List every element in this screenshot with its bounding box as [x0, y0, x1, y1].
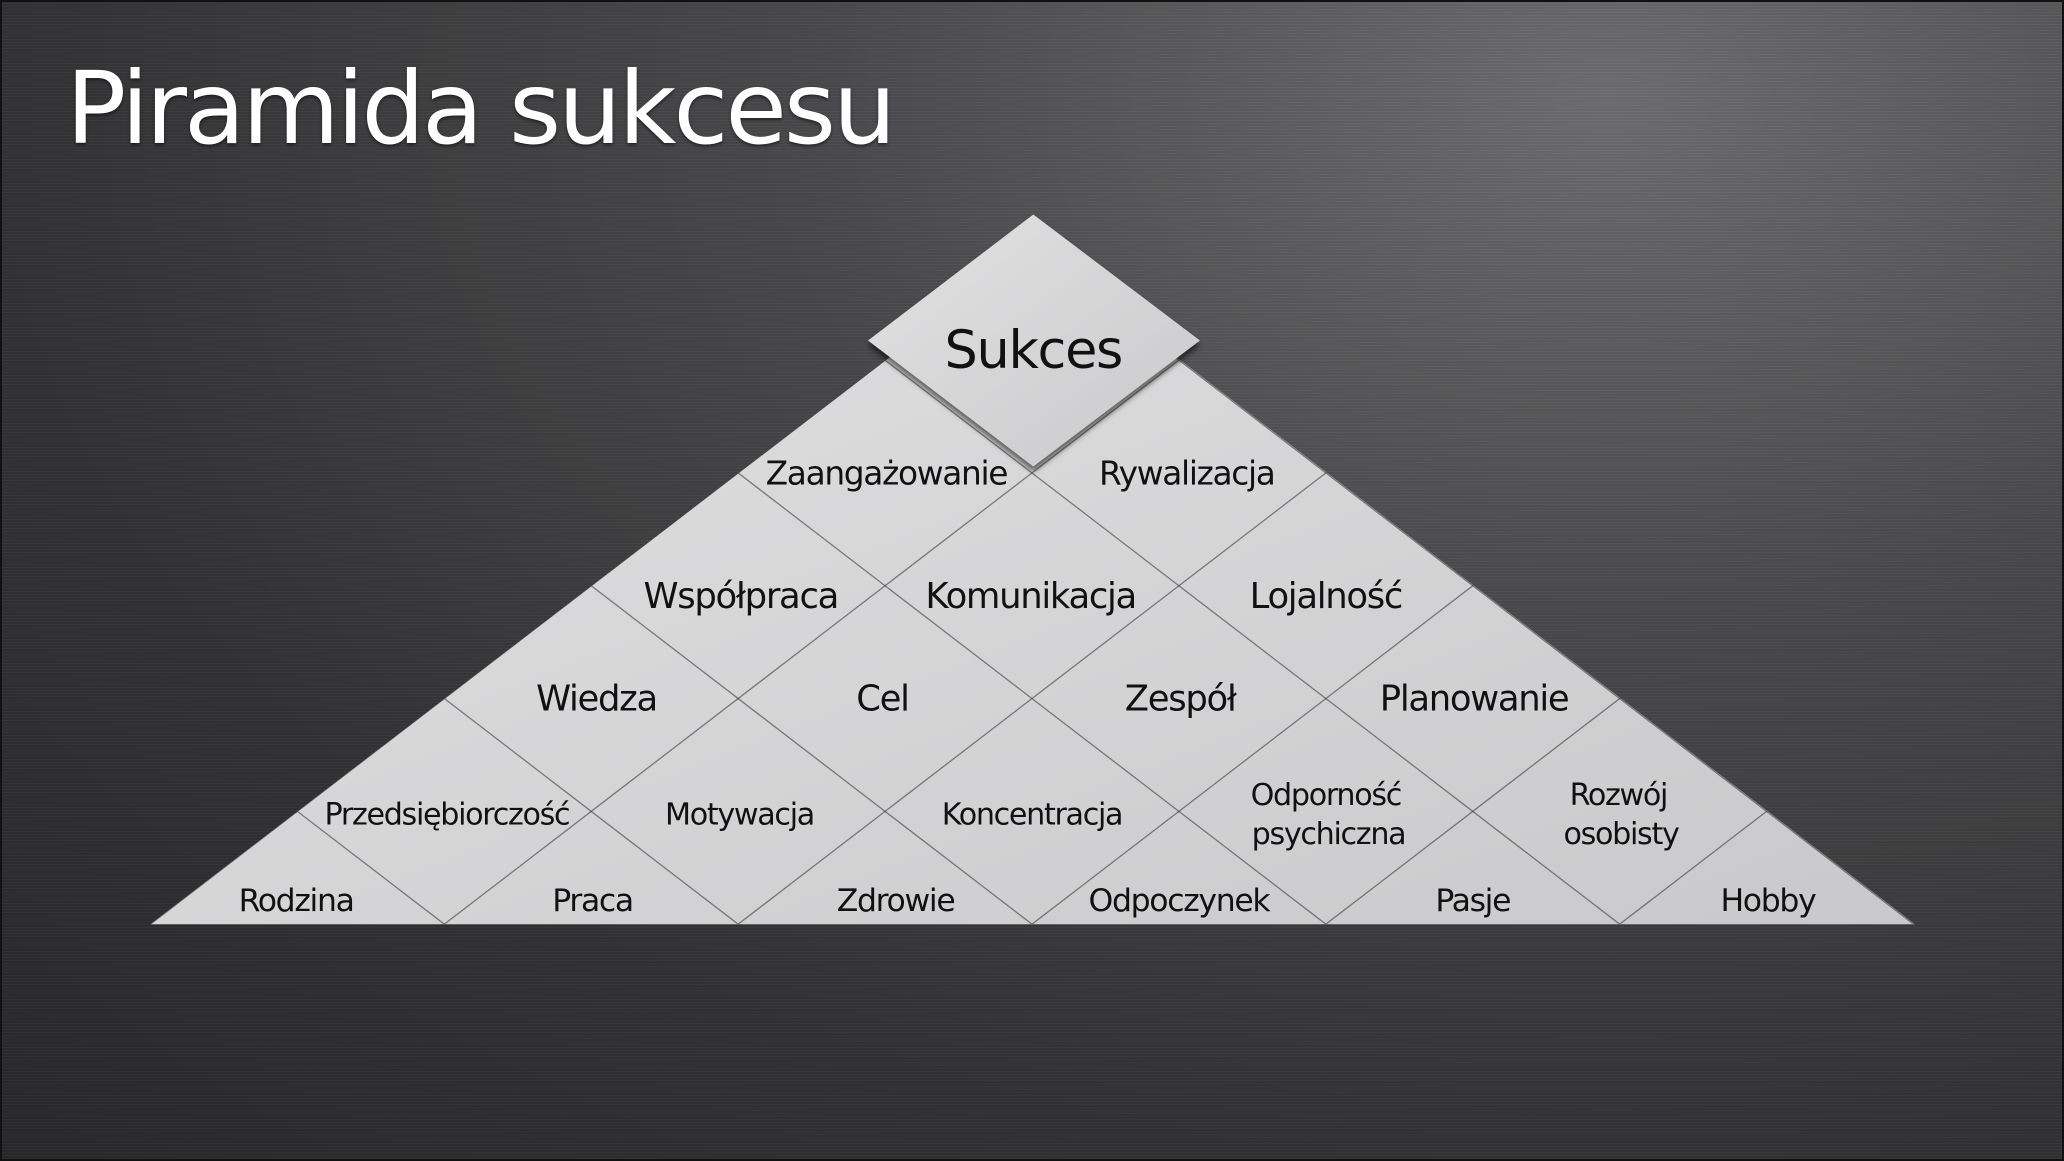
slide-title: Piramida sukcesu: [66, 50, 896, 167]
label-row1: Zaangażowanie: [766, 455, 1008, 493]
pyramid-base: [150, 247, 1915, 925]
label-row5: Odpoczynek: [1089, 883, 1272, 919]
label-row4: Rozwój: [1570, 778, 1667, 813]
top-diamond: [868, 214, 1200, 467]
label-row4: osobisty: [1563, 817, 1678, 852]
label-row4: Motywacja: [665, 797, 814, 832]
label-row4: Odporność: [1251, 778, 1401, 813]
label-row2: Współpraca: [644, 576, 838, 617]
label-row2: Lojalność: [1250, 576, 1402, 617]
label-row5: Hobby: [1720, 883, 1816, 919]
label-row4: Koncentracja: [942, 797, 1122, 832]
label-row5: Rodzina: [239, 883, 354, 919]
label-row4: Przedsiębiorczość: [325, 797, 570, 832]
grid-line: [150, 247, 151, 925]
grid-line: [1913, 247, 1915, 925]
label-sukces: Sukces: [945, 320, 1123, 381]
label-row3: Cel: [856, 678, 908, 719]
label-row1: Rywalizacja: [1099, 455, 1275, 493]
label-row5: Pasje: [1435, 883, 1510, 919]
label-row2: Komunikacja: [925, 576, 1135, 617]
label-row3: Wiedza: [536, 678, 657, 719]
label-row3: Planowanie: [1380, 678, 1569, 719]
label-row5: Praca: [552, 883, 633, 919]
label-row3: Zespół: [1125, 678, 1238, 719]
label-row4: psychiczna: [1252, 817, 1406, 852]
label-row5: Zdrowie: [837, 883, 955, 919]
